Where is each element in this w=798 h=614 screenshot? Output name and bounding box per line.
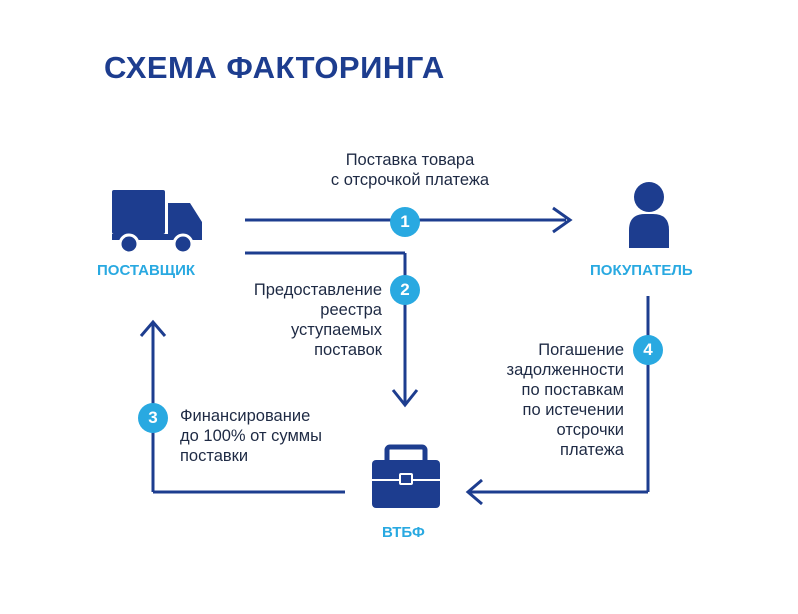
step-4-line: Погашение — [538, 341, 624, 359]
step-3-line: поставки — [180, 447, 249, 465]
step-2-line: поставок — [314, 341, 382, 359]
page-title: СХЕМА ФАКТОРИНГА — [104, 50, 445, 85]
factor-label: ВТБФ — [382, 524, 425, 541]
step-1-line: с отсрочкой платежа — [330, 171, 490, 189]
step-4-line: платежа — [560, 441, 624, 459]
truck-icon — [112, 190, 202, 255]
person-icon — [629, 182, 669, 248]
step-2-line: реестра — [320, 301, 382, 319]
step-4-line: по истечении — [522, 401, 624, 419]
step-4-text: Погашение задолженности по поставкам по … — [460, 340, 624, 460]
step-3-text: Финансирование до 100% от суммы поставки — [180, 406, 360, 466]
step-3-circle — [138, 403, 168, 433]
step-2-number: 2 — [400, 280, 410, 299]
step-4-number: 4 — [643, 340, 653, 359]
step-2-circle — [390, 275, 420, 305]
step-1-line: Поставка товара — [345, 151, 475, 169]
step-4-line: задолженности — [506, 361, 624, 379]
step-1-circle — [390, 207, 420, 237]
step-1-number: 1 — [400, 212, 410, 231]
buyer-label: ПОКУПАТЕЛЬ — [590, 262, 693, 279]
step-3-line: до 100% от суммы — [180, 427, 322, 445]
step-4-line: отсрочки — [556, 421, 624, 439]
step-4-circle — [633, 335, 663, 365]
step-3-number: 3 — [148, 408, 158, 427]
step-2-line: уступаемых — [290, 321, 382, 339]
briefcase-icon — [372, 444, 440, 508]
step-4-line: по поставкам — [521, 381, 624, 399]
arrow-repayment — [465, 296, 650, 506]
step-2-line: Предоставление — [253, 281, 382, 299]
step-1-text: Поставка товара с отсрочкой платежа — [315, 150, 505, 190]
supplier-label: ПОСТАВЩИК — [97, 262, 196, 279]
step-2-text: Предоставление реестра уступаемых постав… — [226, 280, 382, 360]
step-3-line: Финансирование — [180, 407, 311, 425]
